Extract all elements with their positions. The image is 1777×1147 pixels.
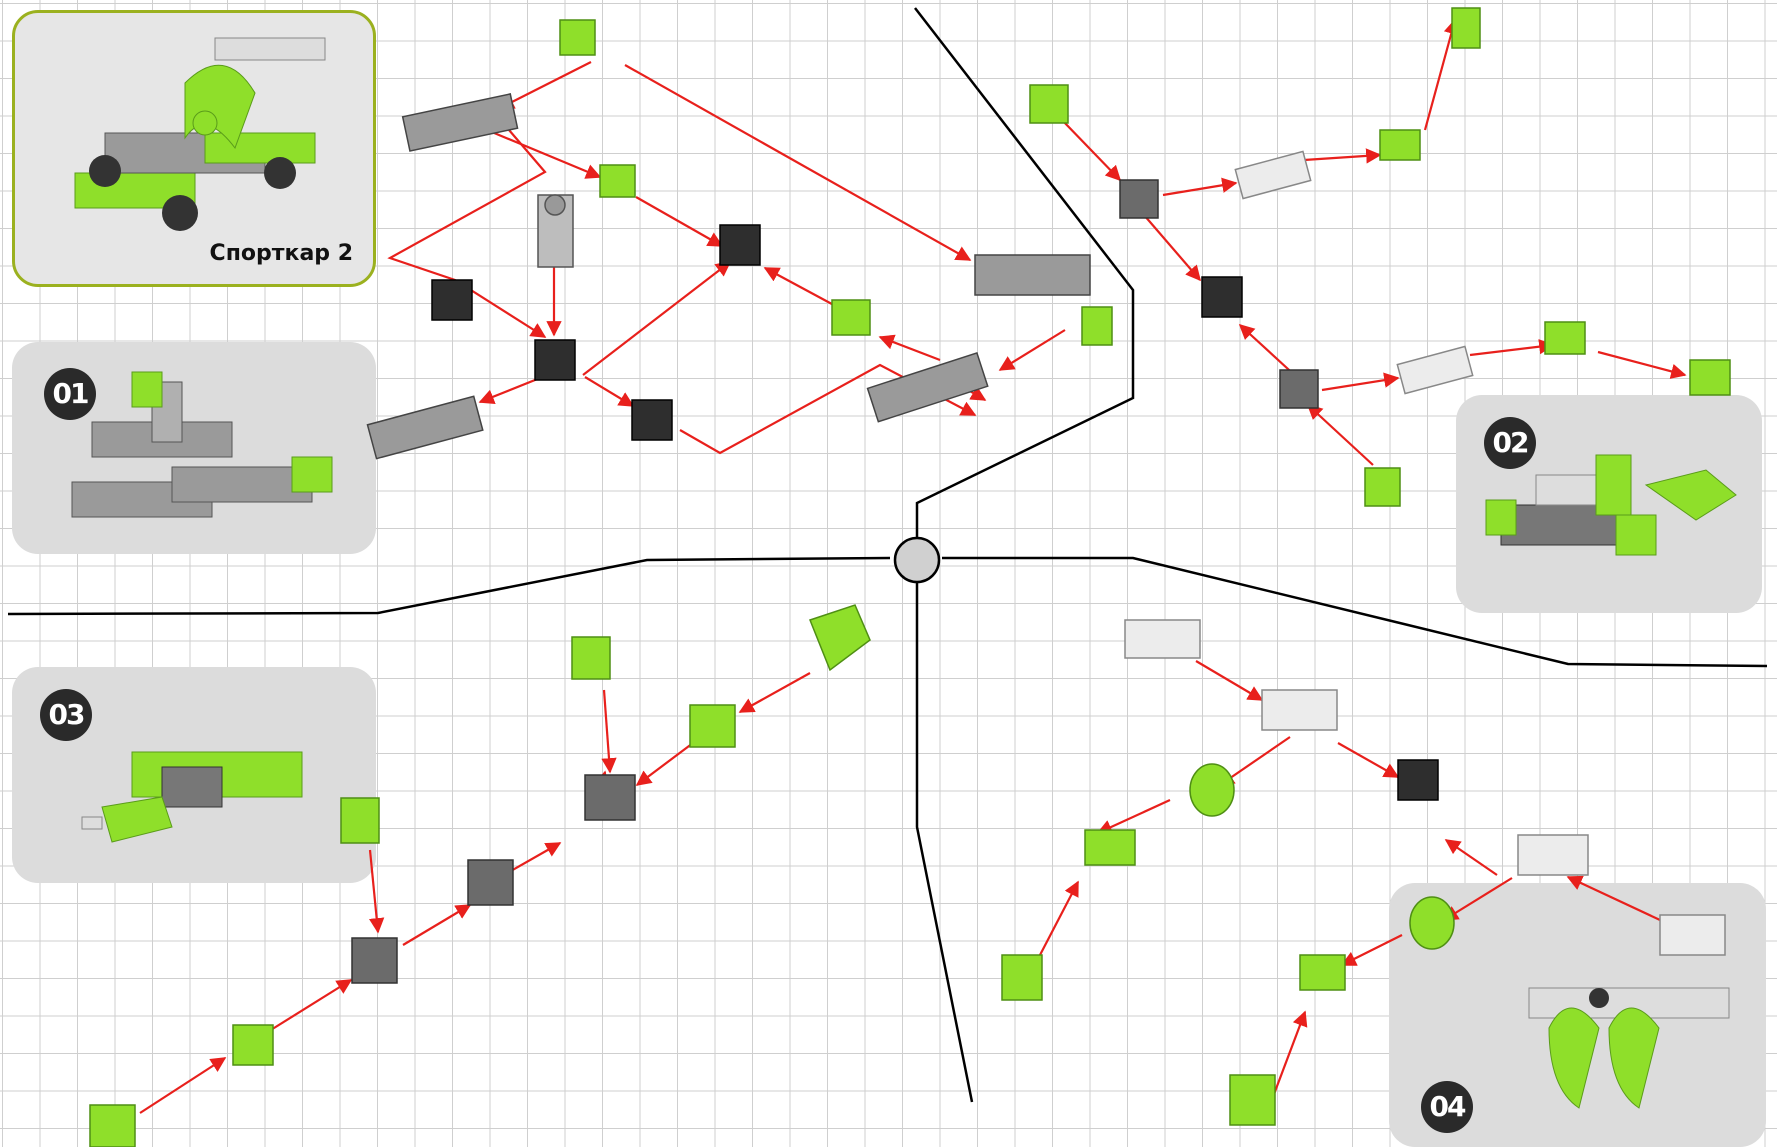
title-card: Спорткар 2 [12,10,376,287]
connection-arrows [139,18,1687,1114]
step-panel-03: 03 [12,667,376,883]
step-04-assembly-icon [1528,987,1730,1109]
step-panel-02: 02 [1456,395,1762,613]
step-03-assembly-icon [81,751,303,843]
lime-block-icon [89,7,1731,1147]
wheel-icon [1189,763,1455,950]
car-model-icon [74,37,326,231]
white-beam-icon [1124,150,1726,956]
divider-lines [7,7,1768,1103]
model-title: Спорткар 2 [209,241,353,266]
step-panel-04: 04 [1389,883,1766,1147]
gray-beam-icon [366,93,1091,460]
step-badge-03: 03 [40,689,92,741]
step-02-assembly-icon [1485,454,1737,556]
step-panel-01: 01 [12,342,376,554]
step-01-assembly-icon [71,371,333,518]
center-hub-circle [893,536,941,584]
step-badge-01: 01 [44,368,96,420]
connector-icon [351,179,1319,984]
step-badge-02: 02 [1484,417,1536,469]
step-badge-04: 04 [1421,1081,1473,1133]
dark-hub-icon [431,224,1439,801]
hinge-icon [537,194,574,268]
